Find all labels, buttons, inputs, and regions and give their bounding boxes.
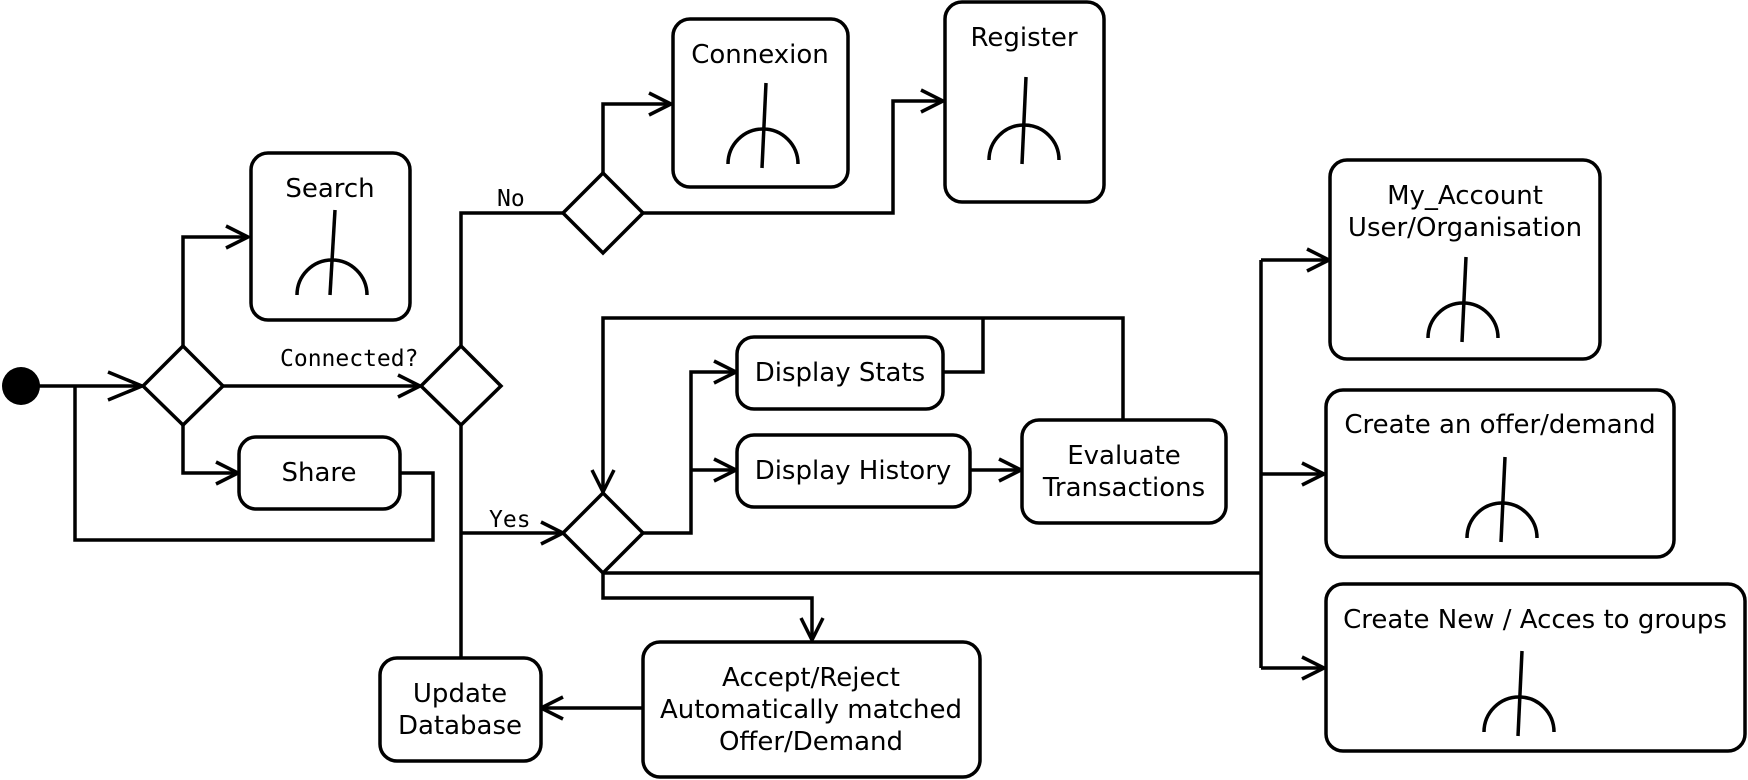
edge-to-connexion (601, 102, 671, 173)
node-display-history-label: Display History (755, 456, 952, 486)
start-node (2, 367, 40, 405)
edge-label-yes: Yes (489, 507, 531, 533)
arrowhead (1301, 655, 1328, 681)
edge-label-no: No (497, 186, 525, 212)
edge-to-display-branches (643, 370, 736, 535)
edge-to-accept-reject (601, 573, 814, 640)
arrowhead (920, 88, 947, 114)
node-my-account: My_Account User/Organisation (1328, 158, 1602, 361)
edge-to-share (181, 425, 238, 475)
node-accept-label-line2: Automatically matched (660, 695, 962, 725)
decision-connected (418, 343, 504, 428)
edge-to-search (181, 235, 248, 346)
node-create-groups-label: Create New / Acces to groups (1343, 605, 1727, 635)
edge-to-register (643, 99, 943, 215)
node-connexion-label: Connexion (691, 40, 829, 70)
node-accept-reject: Accept/Reject Automatically matched Offe… (641, 640, 982, 779)
edge-share-loop (73, 386, 435, 542)
node-create-offer-label: Create an offer/demand (1344, 410, 1655, 440)
node-my-account-label-line2: User/Organisation (1348, 213, 1582, 243)
subactivity-icon (1482, 650, 1556, 737)
node-evaluate-transactions: Evaluate Transactions (1020, 418, 1228, 525)
subactivity-icon (1426, 256, 1500, 343)
arrowhead (225, 224, 252, 250)
node-share-label: Share (281, 458, 356, 488)
node-register: Register (943, 0, 1106, 204)
node-display-stats-label: Display Stats (755, 358, 925, 388)
node-connexion: Connexion (671, 17, 850, 189)
node-display-stats: Display Stats (735, 335, 945, 411)
node-create-groups: Create New / Acces to groups (1324, 582, 1747, 753)
arrowhead (648, 91, 675, 117)
edge-label-connected: Connected? (280, 346, 418, 372)
node-search-label: Search (285, 174, 374, 204)
node-update-label-line2: Database (398, 711, 522, 741)
node-accept-label-line3: Offer/Demand (719, 727, 903, 757)
node-create-offer: Create an offer/demand (1324, 388, 1676, 559)
node-share: Share (237, 435, 402, 511)
arrowhead (799, 617, 825, 644)
subactivity-icon (987, 76, 1061, 165)
arrowhead (1301, 461, 1328, 487)
node-evaluate-label-line1: Evaluate (1067, 441, 1181, 471)
node-update-database: Update Database (378, 656, 543, 763)
edges (38, 88, 1333, 721)
node-search: Search (249, 151, 412, 322)
decision-no (560, 170, 646, 256)
node-accept-label-line1: Accept/Reject (722, 663, 900, 693)
node-evaluate-label-line2: Transactions (1042, 473, 1205, 503)
subactivity-icon (295, 209, 369, 296)
node-my-account-label-line1: My_Account (1387, 181, 1543, 211)
subactivity-icon (1465, 456, 1539, 543)
node-display-history: Display History (735, 433, 972, 509)
node-update-label-line1: Update (413, 679, 507, 709)
subactivity-icon (726, 82, 800, 169)
decision-yes (560, 490, 646, 576)
edge-evaluate-loop (601, 316, 1125, 492)
edge-stats-loop (943, 318, 985, 374)
decision-initial (140, 343, 226, 428)
node-register-label: Register (970, 23, 1077, 53)
edge-no-branch (459, 211, 563, 346)
